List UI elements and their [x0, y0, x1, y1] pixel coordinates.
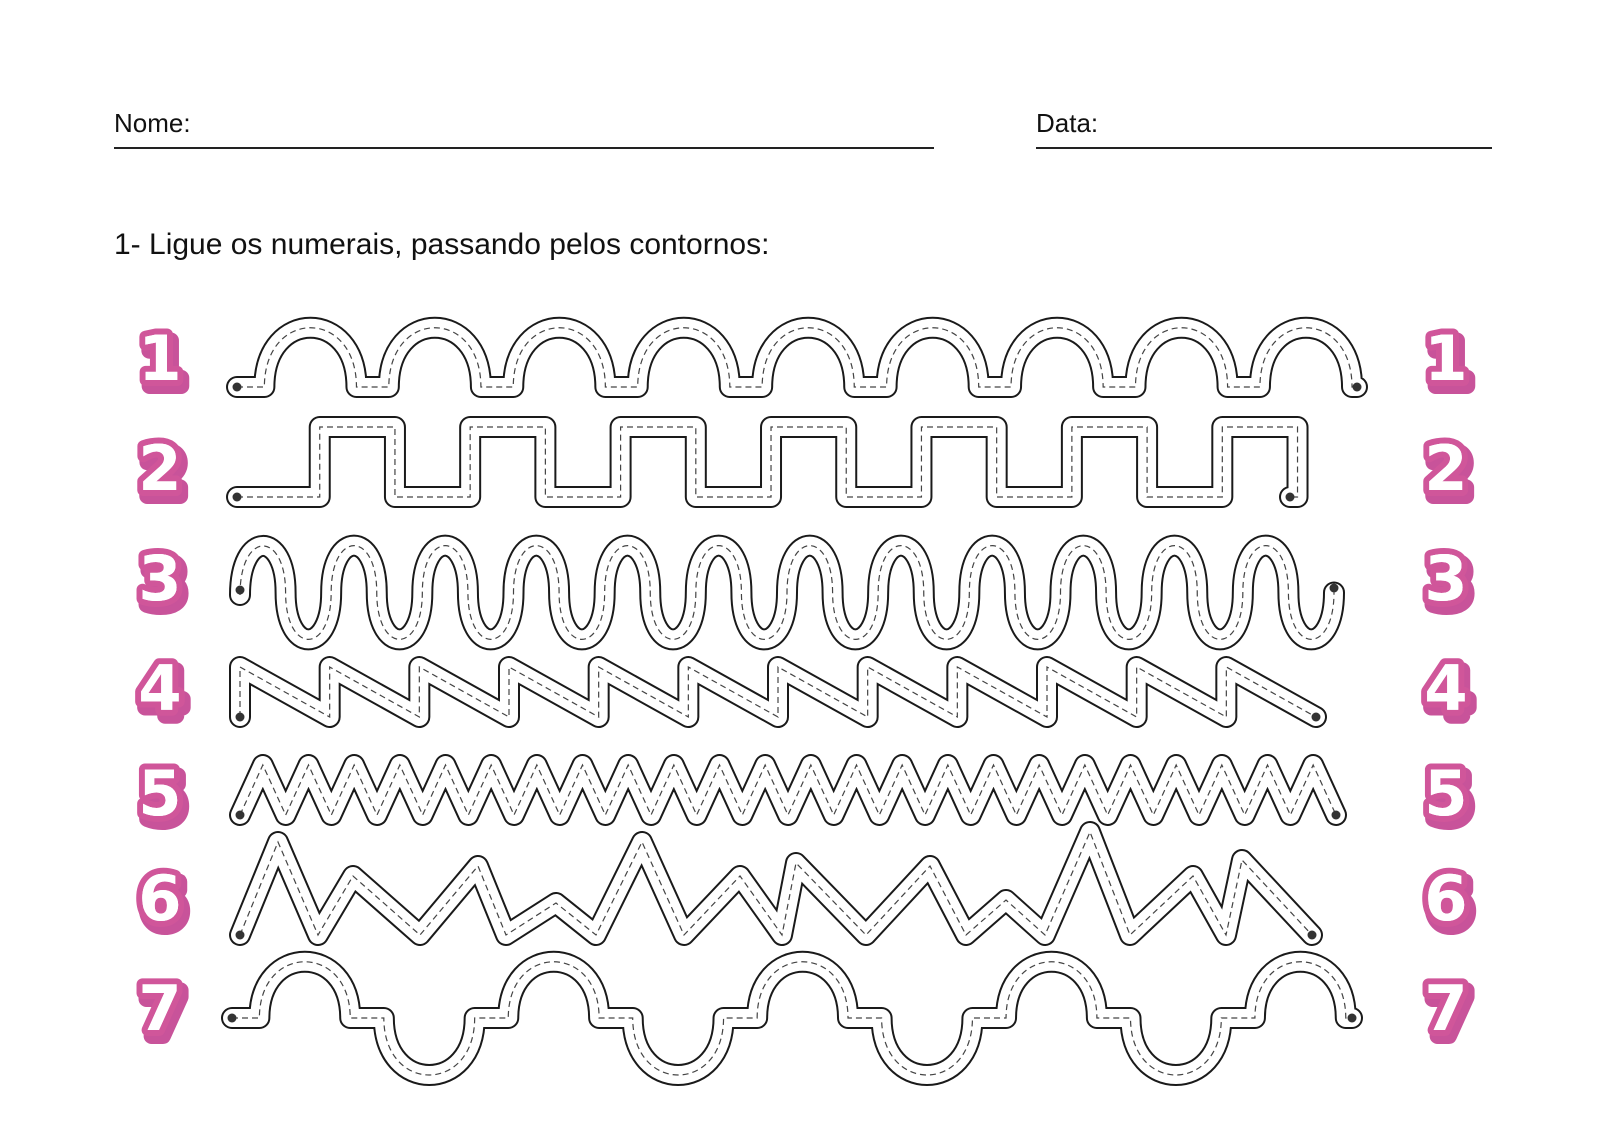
- svg-text:7: 7: [142, 978, 185, 1051]
- instruction-text: 1- Ligue os numerais, passando pelos con…: [114, 228, 770, 261]
- svg-text:3: 3: [138, 542, 181, 615]
- svg-text:6: 6: [1424, 862, 1467, 935]
- svg-text:5: 5: [138, 757, 181, 830]
- numeral-right-1: 111: [1418, 316, 1479, 409]
- start-dot: [232, 492, 242, 502]
- svg-text:5: 5: [138, 757, 181, 830]
- numeral-right-5: 555: [1418, 751, 1479, 844]
- svg-text:3: 3: [1424, 542, 1467, 615]
- svg-text:6: 6: [1428, 868, 1471, 941]
- start-dot: [235, 712, 245, 722]
- end-dot: [1329, 583, 1339, 593]
- svg-text:4: 4: [1424, 652, 1467, 725]
- svg-text:1: 1: [138, 322, 181, 395]
- svg-text:3: 3: [138, 542, 181, 615]
- numeral-right-3: 333: [1418, 536, 1479, 629]
- svg-text:2: 2: [138, 432, 181, 505]
- numeral-left-6: 666: [132, 856, 193, 949]
- tracing-path-7[interactable]: [221, 950, 1363, 1086]
- numeral-left-1: 111: [132, 316, 193, 409]
- date-label: Data:: [1036, 108, 1099, 138]
- name-line[interactable]: [114, 147, 934, 149]
- end-dot: [1311, 712, 1321, 722]
- svg-text:2: 2: [1424, 432, 1467, 505]
- tracing-path-6[interactable]: [229, 821, 1323, 946]
- end-dot: [1307, 930, 1317, 940]
- svg-text:7: 7: [138, 972, 181, 1045]
- numeral-left-5: 555: [132, 751, 193, 844]
- svg-text:1: 1: [1424, 322, 1467, 395]
- tracing-path-3[interactable]: [229, 534, 1345, 651]
- svg-text:1: 1: [138, 322, 181, 395]
- svg-text:1: 1: [142, 328, 185, 401]
- numeral-right-7: 777: [1418, 966, 1479, 1059]
- end-dot: [1347, 1013, 1357, 1023]
- svg-text:7: 7: [138, 972, 181, 1045]
- start-dot: [232, 382, 242, 392]
- svg-text:7: 7: [1428, 978, 1471, 1051]
- numeral-right-4: 444: [1418, 646, 1479, 739]
- svg-text:4: 4: [1428, 658, 1471, 731]
- end-dot: [1331, 810, 1341, 820]
- svg-text:7: 7: [1424, 972, 1467, 1045]
- svg-text:7: 7: [1424, 972, 1467, 1045]
- numeral-left-4: 444: [132, 646, 193, 739]
- end-dot: [1285, 492, 1295, 502]
- svg-text:5: 5: [142, 763, 185, 836]
- numeral-right-6: 666: [1418, 856, 1479, 949]
- svg-text:3: 3: [1424, 542, 1467, 615]
- end-dot: [1352, 382, 1362, 392]
- svg-text:3: 3: [142, 548, 185, 621]
- start-dot: [235, 930, 245, 940]
- tracing-path-2[interactable]: [226, 416, 1309, 508]
- name-label: Nome:: [114, 108, 191, 138]
- svg-text:6: 6: [138, 862, 181, 935]
- date-line[interactable]: [1036, 147, 1492, 149]
- numeral-right-2: 222: [1418, 426, 1479, 519]
- start-dot: [235, 585, 245, 595]
- svg-text:2: 2: [142, 438, 185, 511]
- svg-text:5: 5: [1424, 757, 1467, 830]
- svg-text:6: 6: [138, 862, 181, 935]
- svg-text:2: 2: [1428, 438, 1471, 511]
- numeral-left-3: 333: [132, 536, 193, 629]
- numeral-left-7: 777: [132, 966, 193, 1059]
- svg-text:2: 2: [1424, 432, 1467, 505]
- tracing-path-5[interactable]: [229, 754, 1347, 826]
- tracing-path-1[interactable]: [226, 316, 1368, 398]
- svg-text:6: 6: [1424, 862, 1467, 935]
- svg-text:4: 4: [138, 652, 181, 725]
- svg-text:5: 5: [1428, 763, 1471, 836]
- tracing-path-4[interactable]: [229, 656, 1327, 728]
- svg-text:5: 5: [1424, 757, 1467, 830]
- svg-text:2: 2: [138, 432, 181, 505]
- svg-text:1: 1: [1428, 328, 1471, 401]
- svg-text:6: 6: [142, 868, 185, 941]
- start-dot: [235, 810, 245, 820]
- svg-text:1: 1: [1424, 322, 1467, 395]
- svg-text:3: 3: [1428, 548, 1471, 621]
- numeral-left-2: 222: [132, 426, 193, 519]
- svg-text:4: 4: [142, 658, 185, 731]
- start-dot: [227, 1013, 237, 1023]
- svg-text:4: 4: [1424, 652, 1467, 725]
- svg-text:4: 4: [138, 652, 181, 725]
